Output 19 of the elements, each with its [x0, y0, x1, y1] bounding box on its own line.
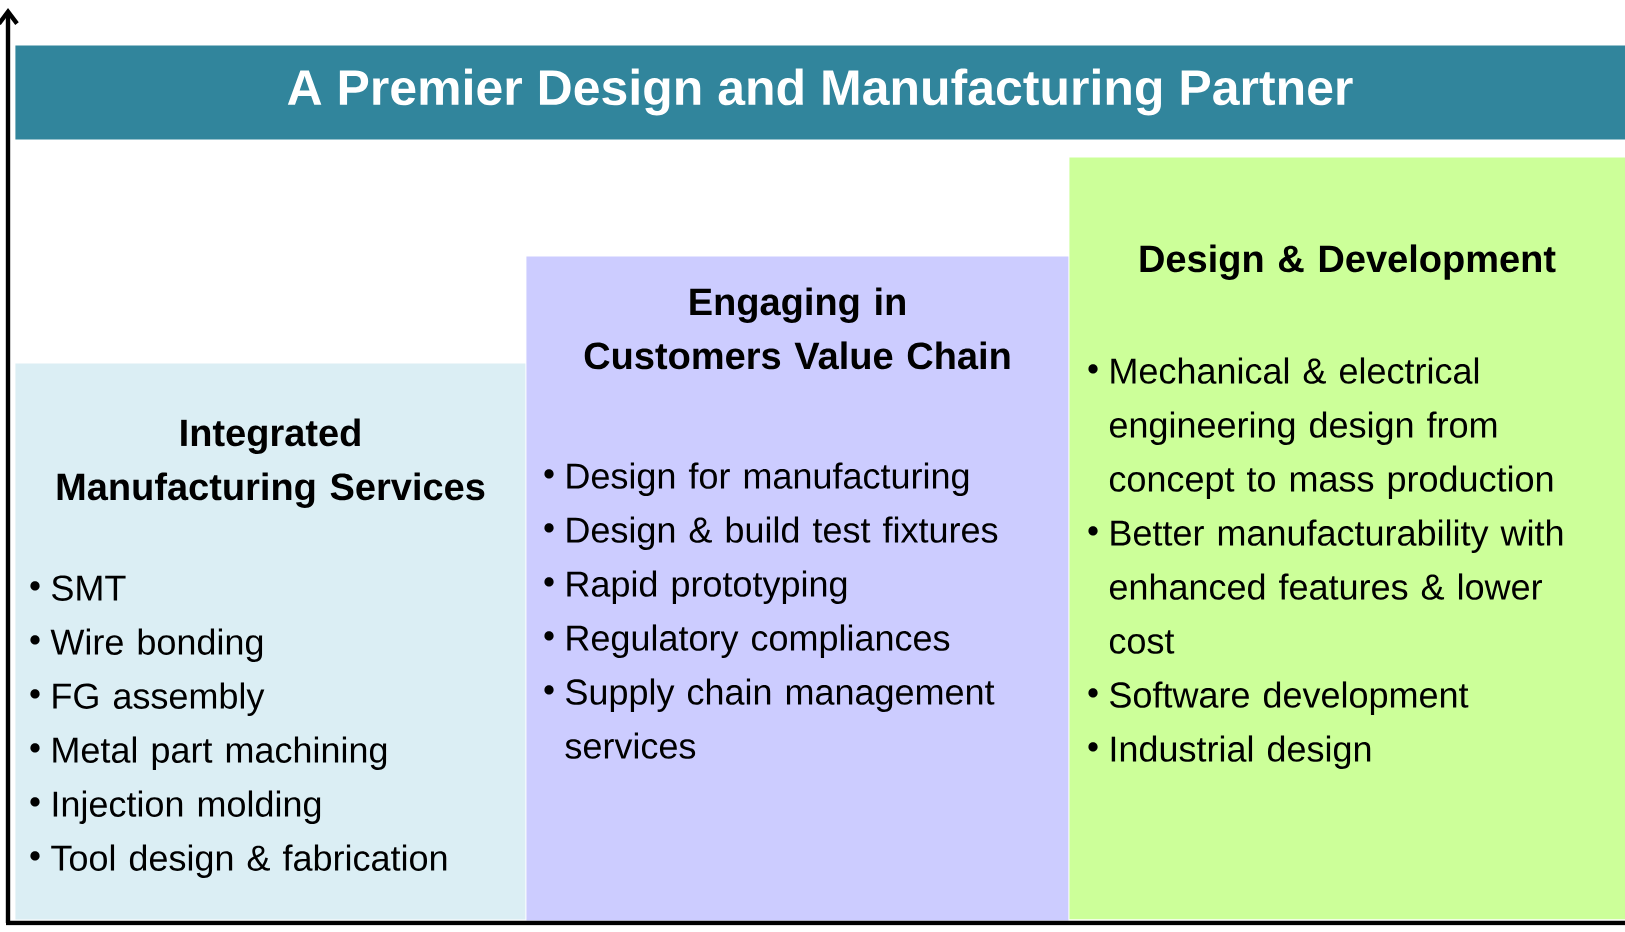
- bullet-item: Design & build test fixtures: [544, 516, 998, 550]
- bullet-item: Wire bonding: [30, 628, 263, 662]
- bullet-item: Injection molding: [30, 790, 321, 824]
- column-heading: Design & Development: [1140, 244, 1556, 280]
- bullet-item: Mechanical & electrical engineering design from concept to mass production: [1088, 357, 1553, 499]
- bullet-item: Better manufacturability with enhanced features & lower cost: [1088, 519, 1563, 654]
- bullet-item: Rapid prototyping: [544, 570, 847, 604]
- column-heading: Engaging in Customers Value Chain: [584, 287, 1010, 370]
- bullet-item: SMT: [30, 575, 126, 601]
- banner-title: A Premier Design and Manufacturing Partner: [287, 68, 1353, 116]
- column-heading: Integrated Manufacturing Services: [57, 418, 485, 508]
- bullet-item: Metal part machining: [30, 736, 387, 770]
- bullet-item: Tool design & fabrication: [30, 844, 447, 878]
- bullet-item: Design for manufacturing: [544, 462, 969, 496]
- bullet-item: Software development: [1088, 681, 1469, 715]
- bullet-item: Regulatory compliances: [544, 624, 950, 658]
- bullet-item: FG assembly: [30, 682, 265, 716]
- bullet-item: Industrial design: [1088, 735, 1371, 769]
- bullet-item: Supply chain management services: [544, 678, 995, 759]
